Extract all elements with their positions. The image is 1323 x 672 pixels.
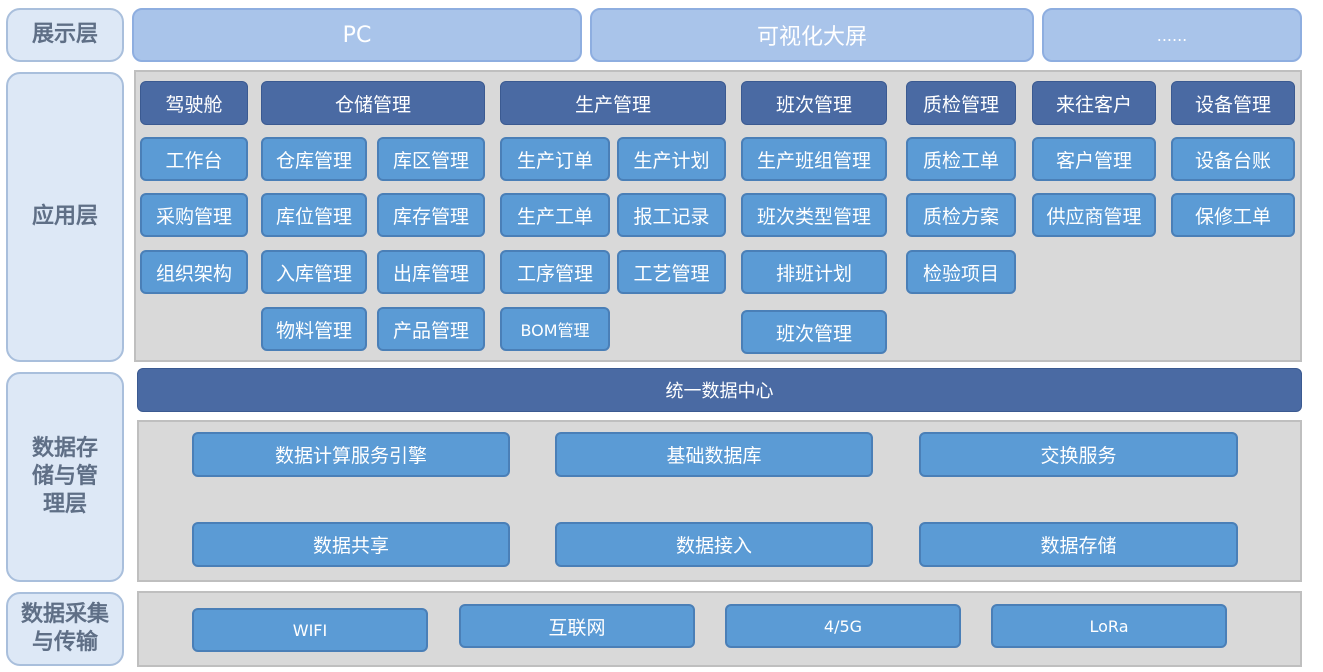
- storage-item-base-database: 基础数据库: [555, 432, 873, 477]
- app-item-process-mgmt: 工序管理: [500, 250, 610, 294]
- app-item-product-mgmt: 产品管理: [377, 307, 485, 351]
- app-item-customer-mgmt: 客户管理: [1032, 137, 1156, 181]
- app-item-craft-mgmt: 工艺管理: [617, 250, 726, 294]
- module-header-cockpit: 驾驶舱: [140, 81, 248, 125]
- app-item-inbound-mgmt: 入库管理: [261, 250, 367, 294]
- storage-item-exchange-service: 交换服务: [919, 432, 1238, 477]
- app-item-qc-plan: 质检方案: [906, 193, 1016, 237]
- module-header-production: 生产管理: [500, 81, 726, 125]
- app-item-work-report: 报工记录: [617, 193, 726, 237]
- app-item-outbound-mgmt: 出库管理: [377, 250, 485, 294]
- app-item-qc-order: 质检工单: [906, 137, 1016, 181]
- collection-item-lora: LoRa: [991, 604, 1227, 648]
- app-item-repair-order: 保修工单: [1171, 193, 1295, 237]
- module-header-customer: 来往客户: [1032, 81, 1156, 125]
- app-item-shift-mgmt: 班次管理: [741, 310, 887, 354]
- app-item-inventory-mgmt: 库存管理: [377, 193, 485, 237]
- app-item-location-mgmt: 库位管理: [261, 193, 367, 237]
- app-item-equipment-ledger: 设备台账: [1171, 137, 1295, 181]
- unified-data-center: 统一数据中心: [137, 368, 1302, 412]
- module-header-shift: 班次管理: [741, 81, 887, 125]
- layer-label-presentation: 展示层: [6, 8, 124, 62]
- app-item-inspection-item: 检验项目: [906, 250, 1016, 294]
- app-item-material-mgmt: 物料管理: [261, 307, 367, 351]
- presentation-more: ......: [1042, 8, 1302, 62]
- app-item-team-mgmt: 生产班组管理: [741, 137, 887, 181]
- storage-item-compute-engine: 数据计算服务引擎: [192, 432, 510, 477]
- module-header-equipment: 设备管理: [1171, 81, 1295, 125]
- storage-item-data-access: 数据接入: [555, 522, 873, 567]
- app-item-supplier-mgmt: 供应商管理: [1032, 193, 1156, 237]
- app-item-zone-mgmt: 库区管理: [377, 137, 485, 181]
- app-item-production-order: 生产订单: [500, 137, 610, 181]
- app-item-scheduling-plan: 排班计划: [741, 250, 887, 294]
- layer-label-storage: 数据存 储与管 理层: [6, 372, 124, 582]
- app-item-bom-mgmt: BOM管理: [500, 307, 610, 351]
- app-item-warehouse-mgmt: 仓库管理: [261, 137, 367, 181]
- module-header-warehouse: 仓储管理: [261, 81, 485, 125]
- app-item-purchasing: 采购管理: [140, 193, 248, 237]
- storage-item-data-sharing: 数据共享: [192, 522, 510, 567]
- layer-label-collection: 数据采集 与传输: [6, 592, 124, 666]
- module-header-quality: 质检管理: [906, 81, 1016, 125]
- app-item-work-order: 生产工单: [500, 193, 610, 237]
- presentation-big-screen: 可视化大屏: [590, 8, 1034, 62]
- collection-item-4g5g: 4/5G: [725, 604, 961, 648]
- layer-label-application: 应用层: [6, 72, 124, 362]
- collection-item-internet: 互联网: [459, 604, 695, 648]
- app-item-workbench: 工作台: [140, 137, 248, 181]
- app-item-organization: 组织架构: [140, 250, 248, 294]
- collection-item-wifi: WIFI: [192, 608, 428, 652]
- app-item-production-plan: 生产计划: [617, 137, 726, 181]
- app-item-shift-type-mgmt: 班次类型管理: [741, 193, 887, 237]
- presentation-pc: PC: [132, 8, 582, 62]
- storage-item-data-storage: 数据存储: [919, 522, 1238, 567]
